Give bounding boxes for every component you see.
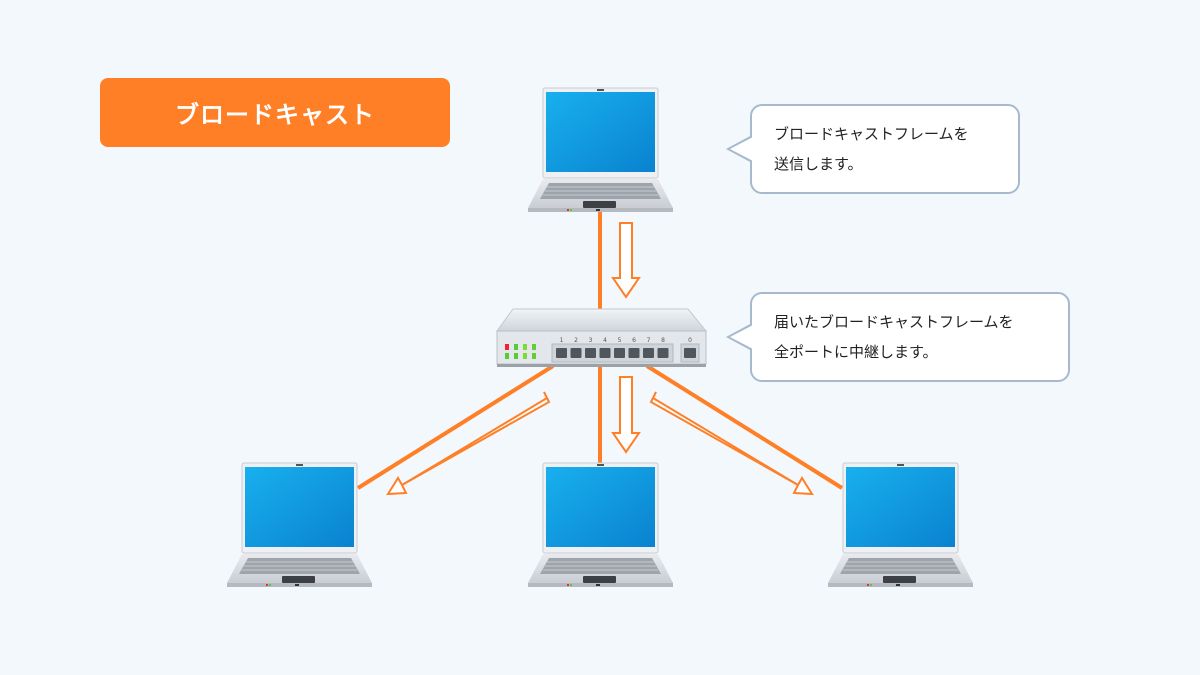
title-badge: ブロードキャスト (100, 78, 450, 147)
port-number-label: 5 (618, 337, 622, 344)
arrow-to-left (386, 391, 551, 496)
port-number-label: 8 (661, 337, 665, 344)
switch-port (643, 348, 654, 358)
cable-switch-right (645, 364, 844, 490)
switch-port (556, 348, 567, 358)
callout-send: ブロードキャストフレームを 送信します。 (726, 104, 1020, 194)
cable-switch-left (356, 364, 555, 490)
callout-send-line1: ブロードキャストフレームを (774, 125, 969, 143)
callout-relay-line1: 届いたブロードキャストフレームを (774, 313, 1014, 331)
port-number-label: 7 (647, 337, 651, 344)
uplink-port-label: 0 (688, 337, 692, 344)
receiver-laptop-center (527, 462, 674, 588)
switch-port (585, 348, 596, 358)
port-number-label: 2 (574, 337, 578, 344)
callout-send-line2: 送信します。 (774, 155, 863, 173)
arrow-to-right (649, 391, 814, 496)
receiver-laptop-right (827, 462, 974, 588)
arrow-down-to-switch (611, 222, 641, 299)
sender-laptop (527, 87, 674, 213)
switch-port (628, 348, 640, 358)
switch-port (570, 348, 582, 358)
port-number-label: 6 (632, 337, 636, 344)
callout-relay-line2: 全ポートに中継します。 (774, 343, 938, 361)
arrow-down-to-center (611, 376, 641, 454)
title-text: ブロードキャスト (175, 101, 375, 129)
port-number-label: 4 (603, 337, 607, 344)
network-switch: 1 2 3 4 5 6 7 8 0 (496, 308, 708, 367)
switch-port (614, 348, 625, 358)
switch-port (657, 348, 669, 358)
port-number-label: 1 (560, 337, 564, 344)
port-number-label: 3 (589, 337, 593, 344)
receiver-laptop-left (226, 462, 373, 588)
status-leds (505, 344, 536, 359)
callout-relay: 届いたブロードキャストフレームを 全ポートに中継します。 (726, 292, 1070, 382)
switch-port (599, 348, 611, 358)
